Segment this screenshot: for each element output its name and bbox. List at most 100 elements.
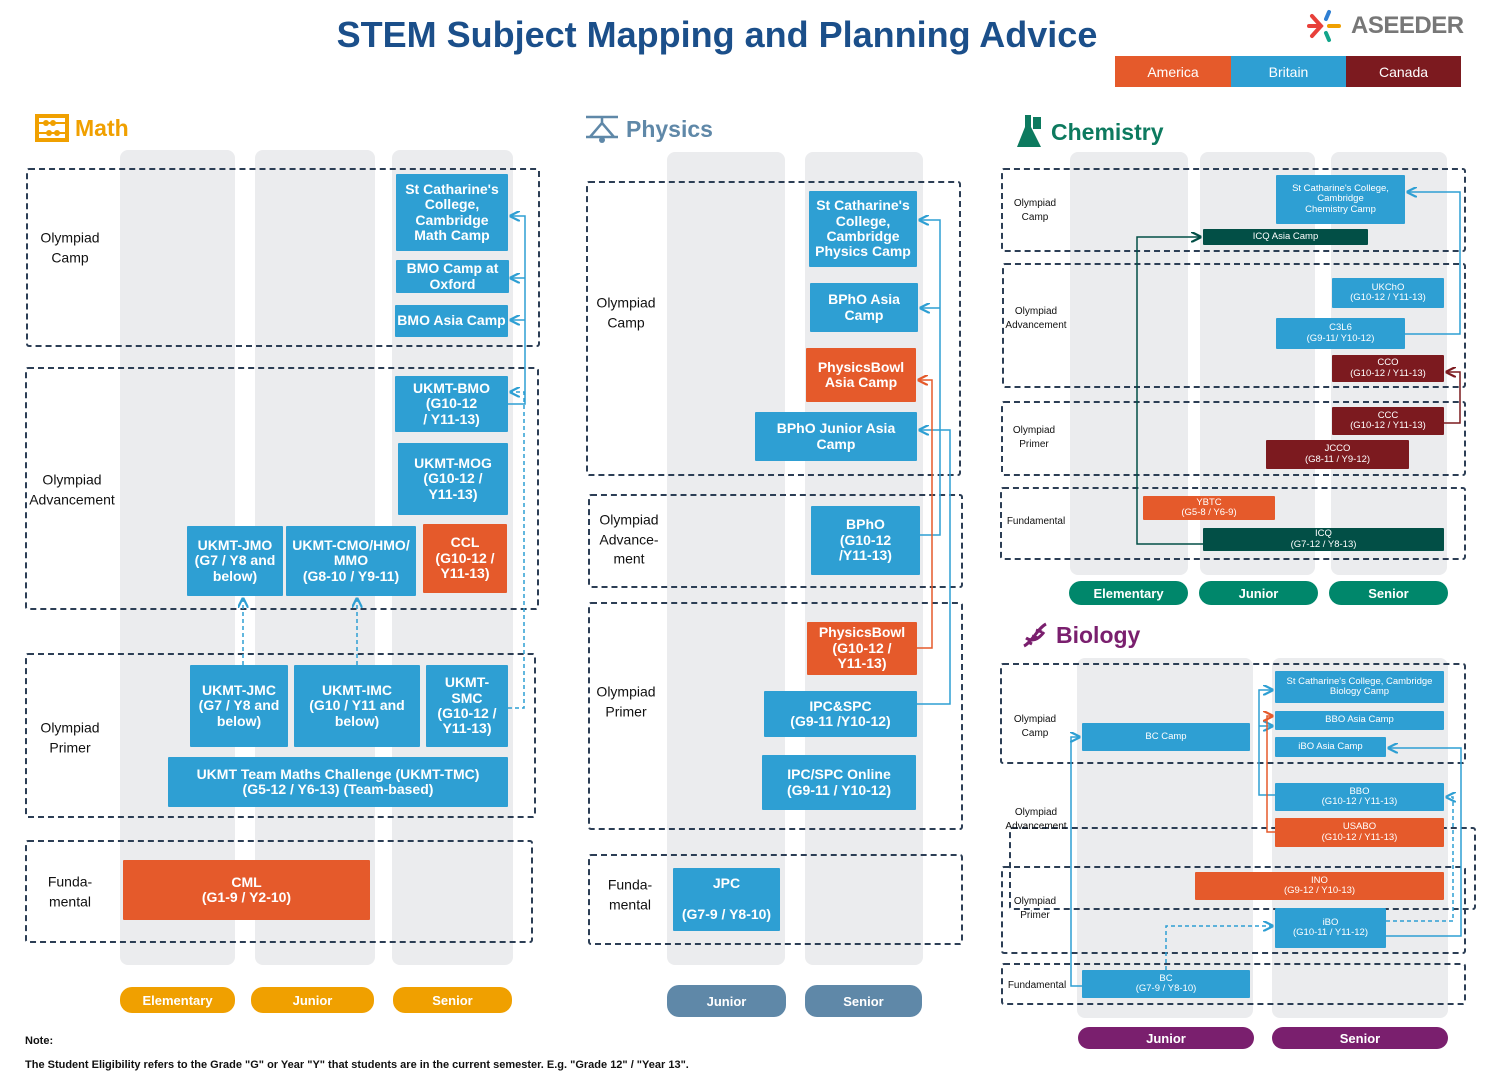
physics-row-group [588,602,963,830]
biology-section-title: Biology [1020,620,1140,650]
chemistry-level-elementary: Elementary [1069,581,1188,605]
chemistry-competition-box[interactable]: YBTC (G5-8 / Y6-9) [1143,496,1275,520]
aseeder-logo: ASEEDER [1305,8,1464,44]
logo-icon [1307,10,1341,42]
biology-competition-box[interactable]: USABO (G10-12 / Y11-13) [1275,818,1444,847]
physics-row-label: Olympiad Primer [596,683,656,719]
physics-competition-box[interactable]: PhysicsBowl (G10-12 / Y11-13) [807,622,917,675]
physics-competition-box[interactable]: BPhO Junior Asia Camp [755,412,917,461]
physics-row-group [586,181,961,476]
biology-competition-box[interactable]: INO (G9-12 / Y10-13) [1195,872,1444,900]
math-row-label: Olympiad Camp [40,229,100,265]
math-competition-box[interactable]: UKMT-JMC (G7 / Y8 and below) [190,665,288,747]
chemistry-row-group [1002,263,1466,388]
math-row-group [25,653,536,818]
chemistry-competition-box[interactable]: ICQ (G7-12 / Y8-13) [1203,528,1444,551]
physics-level-senior: Senior [805,985,922,1017]
math-competition-box[interactable]: St Catharine's College, Cambridge Math C… [396,174,508,251]
biology-competition-box[interactable]: St Catharine's College, Cambridge Biolog… [1275,671,1444,703]
logo-text: ASEEDER [1351,12,1464,39]
abacus-icon [35,114,69,142]
math-row-label: Olympiad Primer [40,719,100,755]
note-text: The Student Eligibility refers to the Gr… [25,1059,689,1071]
legend-britain: Britain [1231,56,1346,87]
chemistry-row-label: Olympiad Camp [1013,198,1057,223]
biology-row-label: Olympiad Primer [1013,896,1057,921]
biology-competition-box[interactable]: BBO (G10-12 / Y11-13) [1275,783,1444,811]
physics-level-junior: Junior [667,985,786,1017]
math-competition-box[interactable]: UKMT-JMO (G7 / Y8 and below) [187,526,283,596]
math-row-group [26,168,540,347]
math-row-group [25,840,533,943]
chemistry-row-label: Olympiad Primer [1012,425,1056,450]
math-title: Math [75,114,129,141]
chemistry-competition-box[interactable]: UKChO (G10-12 / Y11-13) [1332,278,1444,308]
math-row-label: Funda- mental [47,873,93,909]
biology-row-label: Olympiad Advancement [1005,807,1067,832]
biology-competition-box[interactable]: BC Camp [1082,723,1250,751]
biology-row-group [1009,827,1476,910]
physics-title: Physics [626,115,713,142]
flask-icon [1017,115,1041,147]
math-row-group [25,367,539,610]
chemistry-competition-box[interactable]: St Catharine's College, Cambridge Chemis… [1276,175,1405,224]
legend-canada: Canada [1346,56,1461,87]
biology-competition-box[interactable]: iBO Asia Camp [1275,737,1386,757]
chemistry-row-label: Fundamental [1006,516,1066,527]
chemistry-row-label: Olympiad Advancement [1005,306,1067,331]
math-competition-box[interactable]: UKMT-IMC (G10 / Y11 and below) [294,665,420,747]
physics-competition-box[interactable]: PhysicsBowl Asia Camp [806,348,916,402]
dna-icon [1023,622,1047,648]
chemistry-row-group [1000,487,1466,560]
math-level-senior: Senior [393,987,512,1013]
chemistry-row-group [1001,168,1466,252]
math-competition-box[interactable]: CCL (G10-12 / Y11-13) [423,524,507,593]
physics-row-group [588,494,963,588]
biology-level-senior: Senior [1272,1027,1448,1049]
page-title: STEM Subject Mapping and Planning Advice [336,14,1098,55]
math-level-junior: Junior [251,987,374,1013]
biology-title: Biology [1056,621,1141,648]
chemistry-row-group [1001,401,1466,476]
note-heading: Note: [25,1035,54,1047]
chemistry-competition-box[interactable]: JCCO (G8-11 / Y9-12) [1266,440,1409,469]
chemistry-competition-box[interactable]: CCC (G10-12 / Y11-13) [1332,407,1444,435]
physics-competition-box[interactable]: JPC (G7-9 / Y8-10) [673,868,780,931]
chemistry-competition-box[interactable]: ICQ Asia Camp [1203,229,1368,245]
math-competition-box[interactable]: UKMT-MOG (G10-12 / Y11-13) [398,443,508,515]
chemistry-level-junior: Junior [1199,581,1318,605]
physics-row-label: Olympiad Camp [596,294,656,330]
note: Note: The Student Eligibility refers to … [25,1023,689,1071]
physics-competition-box[interactable]: St Catharine's College, Cambridge Physic… [809,191,917,267]
biology-competition-box[interactable]: BC (G7-9 / Y8-10) [1082,970,1250,998]
physics-competition-box[interactable]: IPC/SPC Online (G9-11 / Y10-12) [762,755,916,810]
math-competition-box[interactable]: UKMT-CMO/HMO/ MMO (G8-10 / Y9-11) [286,526,416,596]
physics-competition-box[interactable]: BPhO Asia Camp [810,283,918,332]
physics-competition-box[interactable]: IPC&SPC (G9-11 /Y10-12) [764,691,917,737]
math-row-label: Olympiad Advancement [29,471,115,507]
physics-row-label: Olympiad Advance- ment [599,511,659,567]
physics-section-title: Physics [584,113,713,145]
math-level-elementary: Elementary [120,987,235,1013]
math-competition-box[interactable]: UKMT-BMO (G10-12 / Y11-13) [395,376,508,432]
math-competition-box[interactable]: CML (G1-9 / Y2-10) [123,860,370,920]
biology-competition-box[interactable]: BBO Asia Camp [1275,711,1444,730]
chemistry-competition-box[interactable]: CCO (G10-12 / Y11-13) [1332,355,1444,382]
chemistry-level-senior: Senior [1329,581,1448,605]
physics-row-group [588,854,963,945]
chemistry-section-title: Chemistry [1015,113,1163,151]
math-competition-box[interactable]: BMO Asia Camp [395,305,508,337]
chemistry-title: Chemistry [1051,118,1164,145]
math-competition-box[interactable]: UKMT Team Maths Challenge (UKMT-TMC) (G5… [168,757,508,807]
math-competition-box[interactable]: UKMT- SMC (G10-12 / Y11-13) [426,665,508,747]
chemistry-competition-box[interactable]: C3L6 (G9-11/ Y10-12) [1276,318,1405,349]
biology-level-junior: Junior [1078,1027,1254,1049]
biology-row-label: Fundamental [1007,980,1067,991]
biology-row-label: Olympiad Camp [1013,714,1057,739]
biology-competition-box[interactable]: iBO (G10-11 / Y11-12) [1275,908,1386,948]
math-competition-box[interactable]: BMO Camp at Oxford [396,260,509,293]
physics-competition-box[interactable]: BPhO (G10-12 /Y11-13) [811,506,920,575]
physics-row-label: Funda- mental [607,876,653,912]
biology-row-group [1000,663,1466,764]
